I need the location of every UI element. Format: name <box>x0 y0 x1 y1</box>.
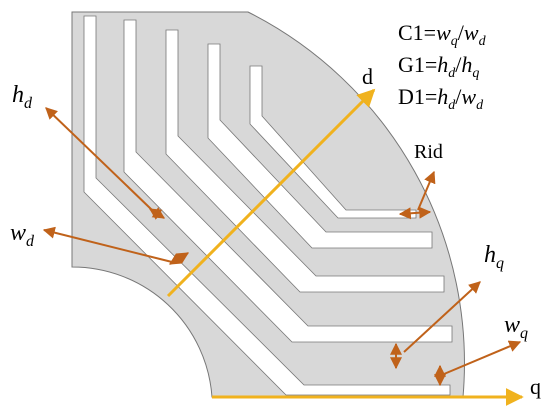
rid-pointer-arrow <box>417 170 436 211</box>
flux-barrier-2 <box>123 19 453 343</box>
wd-label: wd <box>10 220 35 250</box>
wd-dimension-arrow <box>168 252 190 265</box>
wq-label: wq <box>504 312 528 342</box>
wd-pointer-arrow <box>42 226 173 263</box>
flux-barrier-1 <box>83 15 451 396</box>
formula-d1: D1=hd/wd <box>398 84 484 113</box>
rid-label: Rid <box>414 141 443 163</box>
wq-pointer-arrow <box>443 340 522 375</box>
rid-dimension-arrow <box>398 206 432 220</box>
annotation-arrows <box>42 107 522 387</box>
formula-c1: C1=wq/wd <box>398 20 487 49</box>
hq-pointer-arrow <box>403 281 481 353</box>
d-axis-line <box>166 88 376 298</box>
hq-label: hq <box>484 242 504 272</box>
hd-label: hd <box>12 82 33 112</box>
hd-pointer-arrow <box>45 107 153 211</box>
flux-barrier-3 <box>165 29 445 293</box>
flux-barriers <box>83 15 453 396</box>
flux-barrier-4 <box>207 43 433 249</box>
formula-g1: G1=hd/hq <box>398 52 479 81</box>
hd-dimension-arrow <box>148 207 166 220</box>
q-axis-label: q <box>530 374 541 399</box>
d-axis-label: d <box>362 64 373 89</box>
